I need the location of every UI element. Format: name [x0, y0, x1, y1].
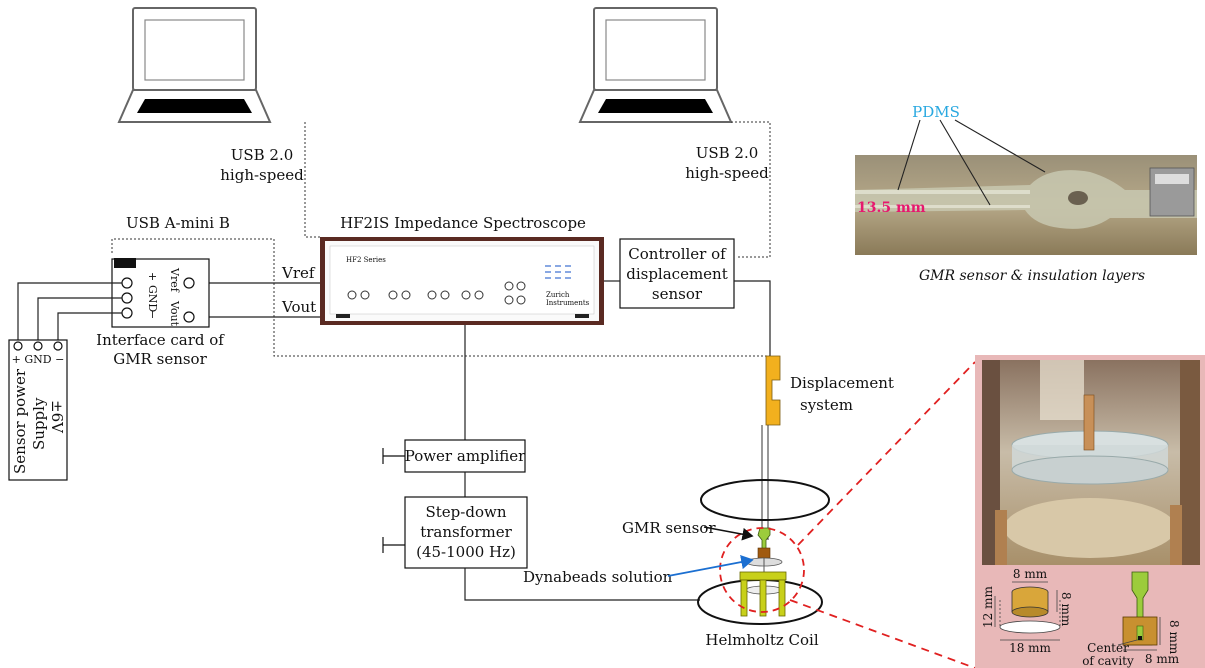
detail-center-line2: of cavity — [1082, 654, 1134, 668]
detail-sensor-height: 8 mm — [1167, 620, 1181, 655]
gmr-sensor-icon — [757, 527, 771, 559]
transformer-line2: transformer — [420, 523, 512, 541]
helmholtz-coil-top — [700, 479, 830, 521]
transformer-line1: Step-down — [426, 503, 507, 521]
controller-line3: sensor — [652, 285, 703, 303]
gmr-sensor-label: GMR sensor — [622, 519, 716, 537]
pin-gnd: GND — [146, 285, 159, 312]
power-amplifier: Power amplifier — [404, 439, 526, 473]
detail-sensor-width: 8 mm — [1145, 652, 1180, 666]
left-usb-cable — [304, 122, 320, 238]
coil-holder-icon — [739, 571, 787, 617]
displacement-controller: Controller of displacement sensor — [619, 238, 735, 309]
interface-card: + GND − Vref Vout — [111, 258, 210, 328]
step-down-transformer: Step-down transformer (45-1000 Hz) — [404, 496, 528, 569]
controller-line1: Controller of — [628, 245, 727, 263]
pin-vout: Vout — [168, 300, 181, 327]
supply-voltage: ±6V — [48, 400, 66, 434]
left-usb-speed-label: high-speed — [220, 166, 304, 184]
supply-gnd-wire — [37, 297, 122, 340]
pin-vref: Vref — [168, 267, 181, 293]
pin-minus: − — [146, 310, 159, 319]
dynabeads-arrow — [667, 554, 754, 577]
controller-displacement-cable — [734, 280, 771, 356]
detail-bottom-width: 18 mm — [1009, 641, 1051, 655]
displacement-line1: Displacement — [790, 374, 894, 392]
left-usb-label: USB 2.0 — [231, 146, 294, 164]
vref-label: Vref — [281, 264, 316, 282]
dimension-label: 13.5 mm — [857, 200, 926, 216]
zoom-line-bottom — [789, 599, 976, 668]
photo-caption: GMR sensor & insulation layers — [919, 268, 1145, 284]
supply-plus-wire — [17, 282, 122, 340]
transformer-coil-wire — [464, 568, 700, 601]
zoom-region-circle — [719, 527, 805, 613]
detail-top-width: 8 mm — [1013, 567, 1048, 581]
right-usb-cable — [731, 121, 771, 258]
right-usb-label: USB 2.0 — [696, 144, 759, 162]
dynabeads-label: Dynabeads solution — [523, 568, 673, 586]
sensor-detail-icon — [1117, 571, 1161, 651]
transformer-line3: (45-1000 Hz) — [416, 543, 516, 561]
sensor-power-supply: + GND − Sensor power Supply ±6V — [8, 339, 68, 481]
spectroscope-device: HF2 Series Zurich Instruments — [320, 237, 604, 325]
supply-minus-wire — [57, 312, 122, 340]
detail-height-left: 12 mm — [981, 586, 995, 628]
pdms-pointer-lines — [897, 119, 1046, 206]
amplifier-ground-icon — [382, 448, 405, 464]
gmr-sensor-photo — [855, 155, 1197, 255]
displacement-system — [761, 355, 781, 540]
spectroscope-series: HF2 Series — [346, 256, 386, 264]
spectroscope-title: HF2IS Impedance Spectroscope — [340, 214, 586, 232]
displacement-line2: system — [800, 396, 853, 414]
detail-center-line1: Center — [1087, 641, 1129, 655]
supply-label-1: Sensor power — [11, 368, 29, 474]
usb-mini-label: USB A-mini B — [126, 214, 230, 232]
zoom-line-top — [797, 361, 976, 546]
gmr-sensor-arrow — [703, 526, 754, 541]
right-usb-speed-label: high-speed — [685, 164, 769, 182]
supply-terminals: + GND − — [12, 353, 65, 366]
right-laptop-icon — [578, 7, 733, 123]
detail-panel — [975, 355, 1205, 668]
detail-height-right: 8 mm — [1059, 592, 1073, 627]
spectroscope-brand-2: Instruments — [546, 299, 590, 307]
left-laptop-icon — [117, 7, 272, 123]
vout-label: Vout — [281, 298, 316, 316]
pin-plus: + — [146, 272, 159, 281]
spectroscope-led-icon — [545, 265, 571, 279]
cavity-diagram — [994, 581, 1061, 641]
interface-card-caption-2: GMR sensor — [113, 350, 207, 368]
spectroscope-brand-1: Zurich — [546, 291, 570, 299]
controller-line2: displacement — [626, 265, 728, 283]
pdms-label: PDMS — [912, 103, 960, 121]
transformer-ground-icon — [382, 537, 405, 553]
power-amplifier-label: Power amplifier — [405, 447, 526, 465]
interface-card-caption-1: Interface card of — [96, 331, 225, 349]
spectroscope-connectors — [347, 281, 526, 305]
interface-usb-cable — [111, 238, 770, 357]
supply-label-2: Supply — [30, 397, 48, 450]
helmholtz-label: Helmholtz Coil — [705, 631, 818, 649]
